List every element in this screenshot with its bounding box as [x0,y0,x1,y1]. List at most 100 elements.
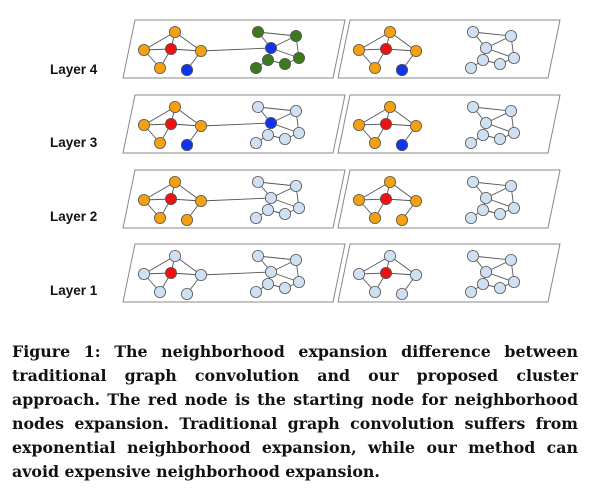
layer-2-left-cluster-node [261,203,274,216]
layer-3-left-neighbor-node [137,119,150,132]
layer-1-left-cluster-edge [257,255,297,261]
layer-3-right-neighbor-node [368,136,381,149]
layer-2-right-neighbor-node [409,194,422,207]
layer-1-left-cluster-node [251,249,264,262]
layer-4-left-bridge-edge [200,47,272,52]
layer-4-right-blue-node [395,64,408,77]
layer-1-left-bridge-edge [200,271,272,276]
layer-3-left-neighbor-node [194,120,207,133]
layer-2-right-cluster-node [507,201,520,214]
layer-1-right-cluster-node [466,249,479,262]
layer-1-right-cluster-hub-node [479,265,492,278]
layer-4-left-neighbor-node [168,25,181,38]
layer-2-right-cluster-node [476,203,489,216]
layer-1-right-cluster-node [493,281,506,294]
layer-3-left-cluster-node [292,127,305,140]
layer-2-left-bridge-edge [200,197,272,202]
layer-1-right-neighbor-node [368,285,381,298]
layer-4-right-neighbor-node [383,25,396,38]
layer-3-right-cluster-node [464,136,477,149]
layer-3-left-cluster-node [278,132,291,145]
layer-2-left-neighbor-node [153,211,166,224]
layer-3-left-bridge-edge [200,122,272,127]
layer-2-left-cluster-node [251,175,264,188]
layer-2-left-cluster-hub-node [264,191,277,204]
layer-1-right-neighbor-node [395,287,408,300]
layer-4-right-cluster-node [476,54,489,67]
layer-4-left-cluster-node [278,58,291,71]
layer-4-right-cluster-hub-node [479,42,492,55]
layer-4-right-neighbor-node [409,45,422,58]
layer-3-right-cluster-edge [472,106,512,112]
layer-3-left-neighbor-node [153,136,166,149]
layer-3-right-cluster-node [504,105,517,118]
layer-3-right-neighbor-node [383,101,396,114]
layer-4-right-cluster-node [504,29,517,42]
layer-1-label: Layer 1 [50,283,98,298]
layer-3-right-neighbor-node [409,120,422,133]
layer-4-label: Layer 4 [50,62,98,77]
layer-1-right-cluster-node [476,277,489,290]
layer-3-left-blue-node [180,138,193,151]
layer-1-right-start-node [379,266,392,279]
layer-1-left-cluster-node [249,285,262,298]
figure-graphic [122,19,561,303]
layer-3-right-cluster-node [493,132,506,145]
layer-2-left-cluster-node [278,207,291,220]
layer-4-right-cluster-node [466,25,479,38]
layer-2-left-neighbor-node [168,175,181,188]
layer-3-left-cluster-node [289,105,302,118]
layer-4-left-cluster-node [251,25,264,38]
layer-4-right-cluster-node [464,62,477,75]
layer-3-right-cluster-node [476,128,489,141]
layer-4-left-neighbor-node [153,62,166,75]
layer-2-left-cluster-edge [257,181,297,187]
layer-1-left-neighbor-node [180,287,193,300]
layer-2-left-cluster-node [249,211,262,224]
layer-2-right-cluster-node [464,211,477,224]
layer-1-left-cluster-node [289,253,302,266]
layer-2-right-cluster-edge [472,181,512,187]
layer-2-left-start-node [164,192,177,205]
layer-3-right-neighbor-node [352,119,365,132]
layer-4-right-cluster-node [507,52,520,65]
layer-1-right-cluster-node [504,253,517,266]
layer-4-left-cluster-edge [257,31,297,37]
layer-3-left-cluster-edge [257,106,297,112]
layer-4-left-cluster-node [292,52,305,65]
figure-caption: Figure 1: The neighborhood expansion dif… [12,342,578,481]
layer-1-left-start-node [164,266,177,279]
layer-1-left-cluster-node [278,281,291,294]
layer-3-left-cluster-node [261,128,274,141]
layer-3-left-neighbor-node [168,101,181,114]
layer-1-right-neighbor-node [409,268,422,281]
layer-2-right-start-node [379,192,392,205]
layer-2-right-neighbor-node [383,175,396,188]
layer-2-label: Layer 2 [50,209,98,224]
layer-4-left-cluster-hub-node [264,42,277,55]
layer-1-left-neighbor-node [153,285,166,298]
layer-4-left-cluster-node [261,54,274,67]
layer-2-right-cluster-node [504,179,517,192]
layer-3-right-blue-node [395,138,408,151]
layer-3-right-cluster-node [466,101,479,114]
layer-2-right-cluster-node [466,175,479,188]
layer-3-right-cluster-hub-node [479,117,492,130]
neighborhood-expansion-figure [122,19,561,303]
layer-4-right-neighbor-node [352,44,365,57]
layer-2-right-neighbor-node [368,211,381,224]
layer-3-left-cluster-node [251,101,264,114]
layer-1-left-neighbor-node [137,267,150,280]
layer-2-right-neighbor-node [395,213,408,226]
layer-3-right-cluster-node [507,127,520,140]
layer-1-left-cluster-node [292,275,305,288]
layer-2-right-cluster-hub-node [479,191,492,204]
layer-3-left-cluster-node [249,136,262,149]
layer-4-left-neighbor-node [194,45,207,58]
layer-2-left-cluster-node [289,179,302,192]
layer-1-left-neighbor-node [168,249,181,262]
layer-1-left-neighbor-node [194,268,207,281]
layer-4-right-neighbor-node [368,62,381,75]
layer-4-right-cluster-node [493,58,506,71]
layer-1-right-cluster-edge [472,255,512,261]
